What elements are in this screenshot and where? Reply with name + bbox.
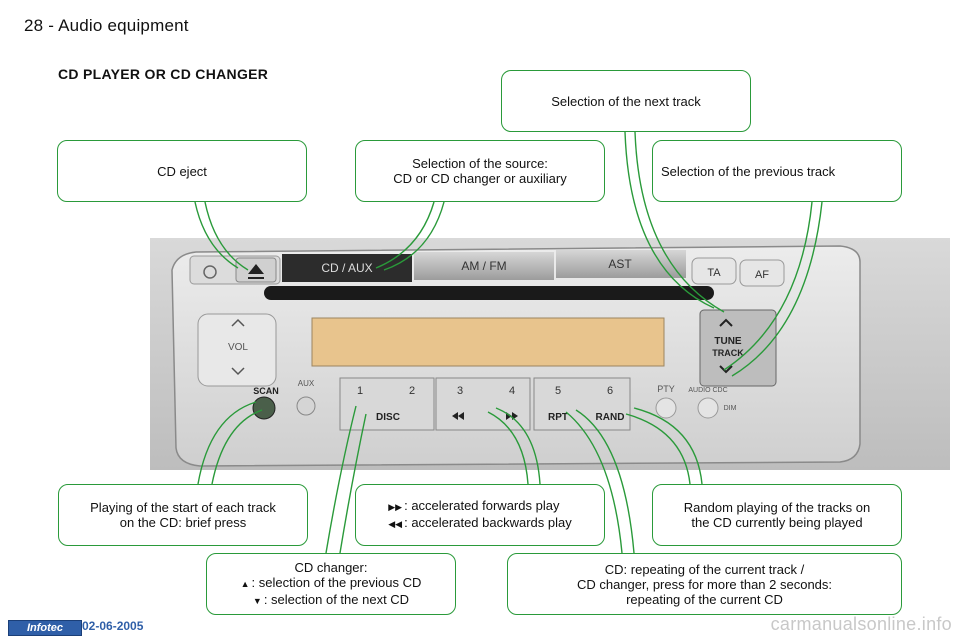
preset-5-label: 5 bbox=[555, 385, 561, 397]
callout-rew-line: ◀◀: accelerated backwards play bbox=[388, 515, 572, 532]
callout-disc-line1: CD changer: bbox=[294, 559, 368, 575]
leader-lines bbox=[194, 131, 823, 554]
callout-repeat-line1: CD: repeating of the current track / bbox=[604, 561, 805, 577]
callout-repeat-line3: repeating of the current CD bbox=[626, 591, 783, 607]
callout-scan-line1: Playing of the start of each track bbox=[90, 500, 276, 515]
aux-label: AUX bbox=[298, 379, 315, 388]
callout-repeat: CD: repeating of the current track / CD … bbox=[507, 553, 902, 615]
disc-label: DISC bbox=[376, 412, 400, 423]
tune-track-rocker[interactable] bbox=[699, 309, 777, 387]
page-header: 28 - Audio equipment bbox=[24, 16, 189, 35]
callout-random-line1: Random playing of the tracks on bbox=[683, 500, 871, 515]
callout-repeat-line2: CD changer, press for more than 2 second… bbox=[576, 576, 833, 592]
callout-ffwd-line: ▶▶: accelerated forwards play bbox=[388, 498, 559, 515]
rpt-label: RPT bbox=[548, 412, 568, 423]
pty-button[interactable] bbox=[655, 397, 677, 419]
callout-disc: CD changer: ▲: selection of the previous… bbox=[206, 553, 456, 615]
callout-disc-line2: ▲: selection of the previous CD bbox=[241, 575, 422, 592]
rewind-icon bbox=[452, 412, 464, 420]
callout-source-line1: Selection of the source: bbox=[412, 156, 548, 171]
volume-down-icon bbox=[231, 367, 245, 376]
callout-random-line2: the CD currently being played bbox=[691, 515, 863, 530]
dim-label: DIM bbox=[724, 405, 737, 412]
callout-random: Random playing of the tracks on the CD c… bbox=[652, 484, 902, 546]
tab-am-fm[interactable] bbox=[414, 252, 554, 280]
scan-label: SCAN bbox=[253, 386, 279, 396]
af-button[interactable] bbox=[739, 259, 785, 287]
ta-label: TA bbox=[707, 267, 721, 279]
track-label: TRACK bbox=[712, 348, 744, 358]
tab-ast-label: AST bbox=[608, 257, 632, 271]
vol-label: VOL bbox=[228, 342, 248, 353]
preset-5-6-button[interactable] bbox=[533, 377, 631, 431]
callout-cd-eject: CD eject bbox=[57, 140, 307, 202]
fast-forward-icon: ▶▶ bbox=[388, 502, 403, 512]
preset-6-label: 6 bbox=[607, 385, 613, 397]
callout-scan-line2: on the CD: brief press bbox=[119, 515, 247, 530]
preset-1-2-button[interactable] bbox=[339, 377, 435, 431]
tune-up-icon bbox=[719, 318, 733, 327]
cd-slot bbox=[264, 286, 714, 300]
footer-date: 02-06-2005 bbox=[82, 619, 144, 633]
volume-up-icon bbox=[231, 318, 245, 327]
callout-source-line2: CD or CD changer or auxiliary bbox=[393, 171, 567, 186]
infotec-logo: Infotec bbox=[8, 620, 82, 636]
callout-next-track: Selection of the next track bbox=[501, 70, 751, 132]
watermark: carmanualsonline.info bbox=[770, 614, 952, 634]
audio-button[interactable] bbox=[697, 397, 719, 419]
section-title: CD PLAYER OR CD CHANGER bbox=[58, 66, 269, 82]
preset-3-4-button[interactable] bbox=[435, 377, 531, 431]
tab-ast[interactable] bbox=[556, 250, 686, 278]
display-screen bbox=[311, 317, 665, 367]
callout-cd-eject-text: CD eject bbox=[157, 163, 207, 179]
tab-am-fm-label: AM / FM bbox=[461, 259, 506, 273]
rewind-icon: ◀◀ bbox=[388, 519, 403, 529]
callout-scan: Playing of the start of each track on th… bbox=[58, 484, 308, 546]
preset-3-label: 3 bbox=[457, 385, 463, 397]
af-label: AF bbox=[755, 269, 769, 281]
callout-rew-text: : accelerated backwards play bbox=[404, 515, 572, 530]
preset-1-label: 1 bbox=[357, 385, 363, 397]
volume-rocker[interactable] bbox=[197, 313, 277, 387]
fast-forward-icon bbox=[506, 412, 518, 420]
pty-label: PTY bbox=[657, 384, 675, 394]
tab-cd-aux-label: CD / AUX bbox=[321, 261, 372, 275]
preset-4-label: 4 bbox=[509, 385, 515, 397]
callout-prev-track: Selection of the previous track bbox=[652, 140, 902, 202]
tune-down-icon bbox=[719, 365, 733, 374]
eject-icon bbox=[248, 264, 264, 279]
preset-2-label: 2 bbox=[409, 385, 415, 397]
scan-button[interactable] bbox=[252, 396, 276, 420]
tune-label: TUNE bbox=[714, 336, 742, 347]
ta-button[interactable] bbox=[691, 257, 737, 285]
callout-source: Selection of the source: CD or CD change… bbox=[355, 140, 605, 202]
rand-label: RAND bbox=[596, 412, 625, 423]
callout-prev-track-text: Selection of the previous track bbox=[661, 163, 836, 179]
callout-disc-next-text: : selection of the next CD bbox=[263, 591, 410, 607]
audio-label: AUDIO CDC bbox=[688, 387, 727, 394]
aux-jack bbox=[296, 396, 316, 416]
chevron-up-icon: ▲ bbox=[240, 578, 250, 589]
callout-disc-line3: ▼: selection of the next CD bbox=[253, 592, 409, 609]
callout-disc-prev-text: : selection of the previous CD bbox=[251, 574, 422, 590]
callout-ffwd-rew: ▶▶: accelerated forwards play ◀◀: accele… bbox=[355, 484, 605, 546]
callout-ffwd-text: : accelerated forwards play bbox=[404, 498, 560, 513]
callout-next-track-text: Selection of the next track bbox=[551, 93, 701, 109]
chevron-down-icon: ▼ bbox=[252, 595, 262, 606]
power-icon bbox=[203, 265, 217, 279]
